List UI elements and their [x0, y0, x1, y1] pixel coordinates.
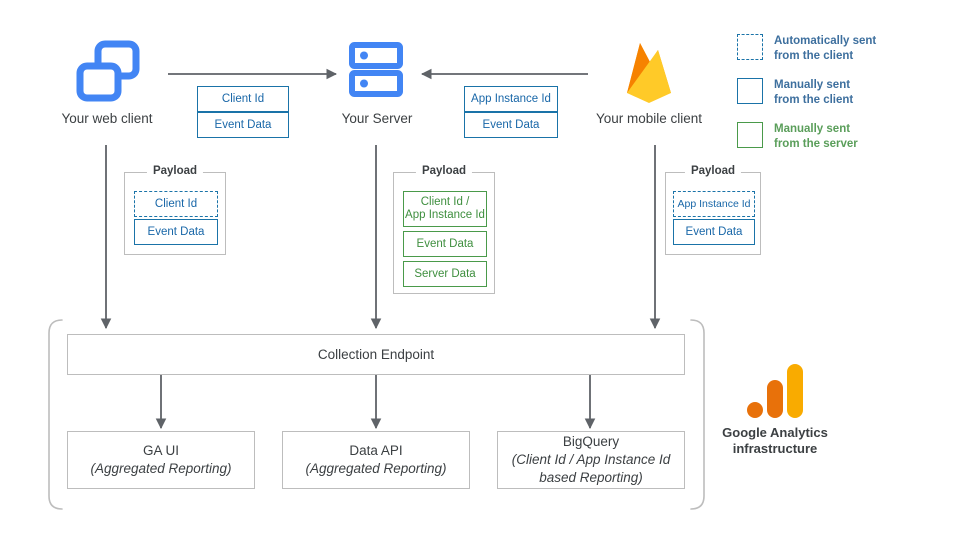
transport-web-event-data: Event Data — [197, 112, 289, 138]
output-box-ga-ui: GA UI (Aggregated Reporting) — [67, 431, 255, 489]
bracket-left — [48, 319, 63, 510]
payload-server-title: Payload — [415, 165, 473, 177]
bracket-right — [690, 319, 705, 510]
mobile-client-label: Your mobile client — [595, 111, 703, 126]
output-ga-ui-subtitle: (Aggregated Reporting) — [90, 461, 232, 476]
web-client-label: Your web client — [61, 111, 153, 126]
payload-web-client-chip-event-data: Event Data — [134, 219, 218, 245]
payload-mobile-client-chip-event-data: Event Data — [673, 219, 755, 245]
transport-web-client-id: Client Id — [197, 86, 289, 112]
payload-server-chip-server-data: Server Data — [403, 261, 487, 287]
firebase-flame-icon — [627, 43, 671, 103]
output-box-data-api: Data API (Aggregated Reporting) — [282, 431, 470, 489]
legend-swatch-solid-blue-icon — [737, 78, 763, 104]
output-ga-ui-title: GA UI — [142, 443, 179, 458]
legend-item-manual-client: Manually sent from the client — [737, 78, 853, 107]
ga-infrastructure-label-line2: infrastructure — [732, 441, 818, 456]
server-rack-icon — [349, 42, 403, 97]
output-data-api-subtitle: (Aggregated Reporting) — [305, 461, 447, 476]
output-box-bigquery: BigQuery (Client Id / App Instance Id ba… — [497, 431, 685, 489]
ga-infrastructure-label-line1: Google Analytics — [722, 425, 828, 440]
legend-manual-client-line1: Manually sent — [774, 79, 851, 91]
payload-server: Payload Client Id / App Instance Id Even… — [393, 165, 495, 294]
payload-mobile-client-title: Payload — [684, 165, 742, 177]
legend-manual-server-line2: from the server — [774, 137, 858, 150]
payload-mobile-client-chip-app-instance-id: App Instance Id — [673, 191, 755, 217]
legend-manual-server-line1: Manually sent — [774, 123, 851, 135]
browser-windows-icon — [76, 40, 140, 102]
output-bigquery-subtitle: (Client Id / App Instance Id based Repor… — [511, 452, 671, 485]
legend-manual-client-line2: from the client — [774, 93, 854, 106]
google-analytics-icon — [747, 364, 803, 418]
legend-swatch-solid-green-icon — [737, 122, 763, 148]
output-data-api-title: Data API — [349, 443, 403, 458]
legend-auto-client-line2: from the client — [774, 49, 854, 62]
payload-web-client-title: Payload — [146, 165, 204, 177]
payload-mobile-client: Payload App Instance Id Event Data — [665, 165, 761, 255]
legend-auto-client-line1: Automatically sent — [774, 35, 877, 47]
payload-web-client-chip-client-id: Client Id — [134, 191, 218, 217]
payload-web-client: Payload Client Id Event Data — [124, 165, 226, 255]
legend-item-manual-server: Manually sent from the server — [737, 122, 858, 151]
server-label: Your Server — [341, 111, 413, 126]
legend-swatch-dashed-blue-icon — [737, 34, 763, 60]
payload-server-chip-event-data: Event Data — [403, 231, 487, 257]
payload-server-chip-ids: Client Id / App Instance Id — [403, 191, 487, 227]
legend-item-auto-client: Automatically sent from the client — [737, 34, 876, 63]
collection-endpoint-box: Collection Endpoint — [67, 334, 685, 375]
transport-mobile-event-data: Event Data — [464, 112, 558, 138]
transport-mobile-app-instance-id: App Instance Id — [464, 86, 558, 112]
output-bigquery-title: BigQuery — [562, 434, 620, 449]
